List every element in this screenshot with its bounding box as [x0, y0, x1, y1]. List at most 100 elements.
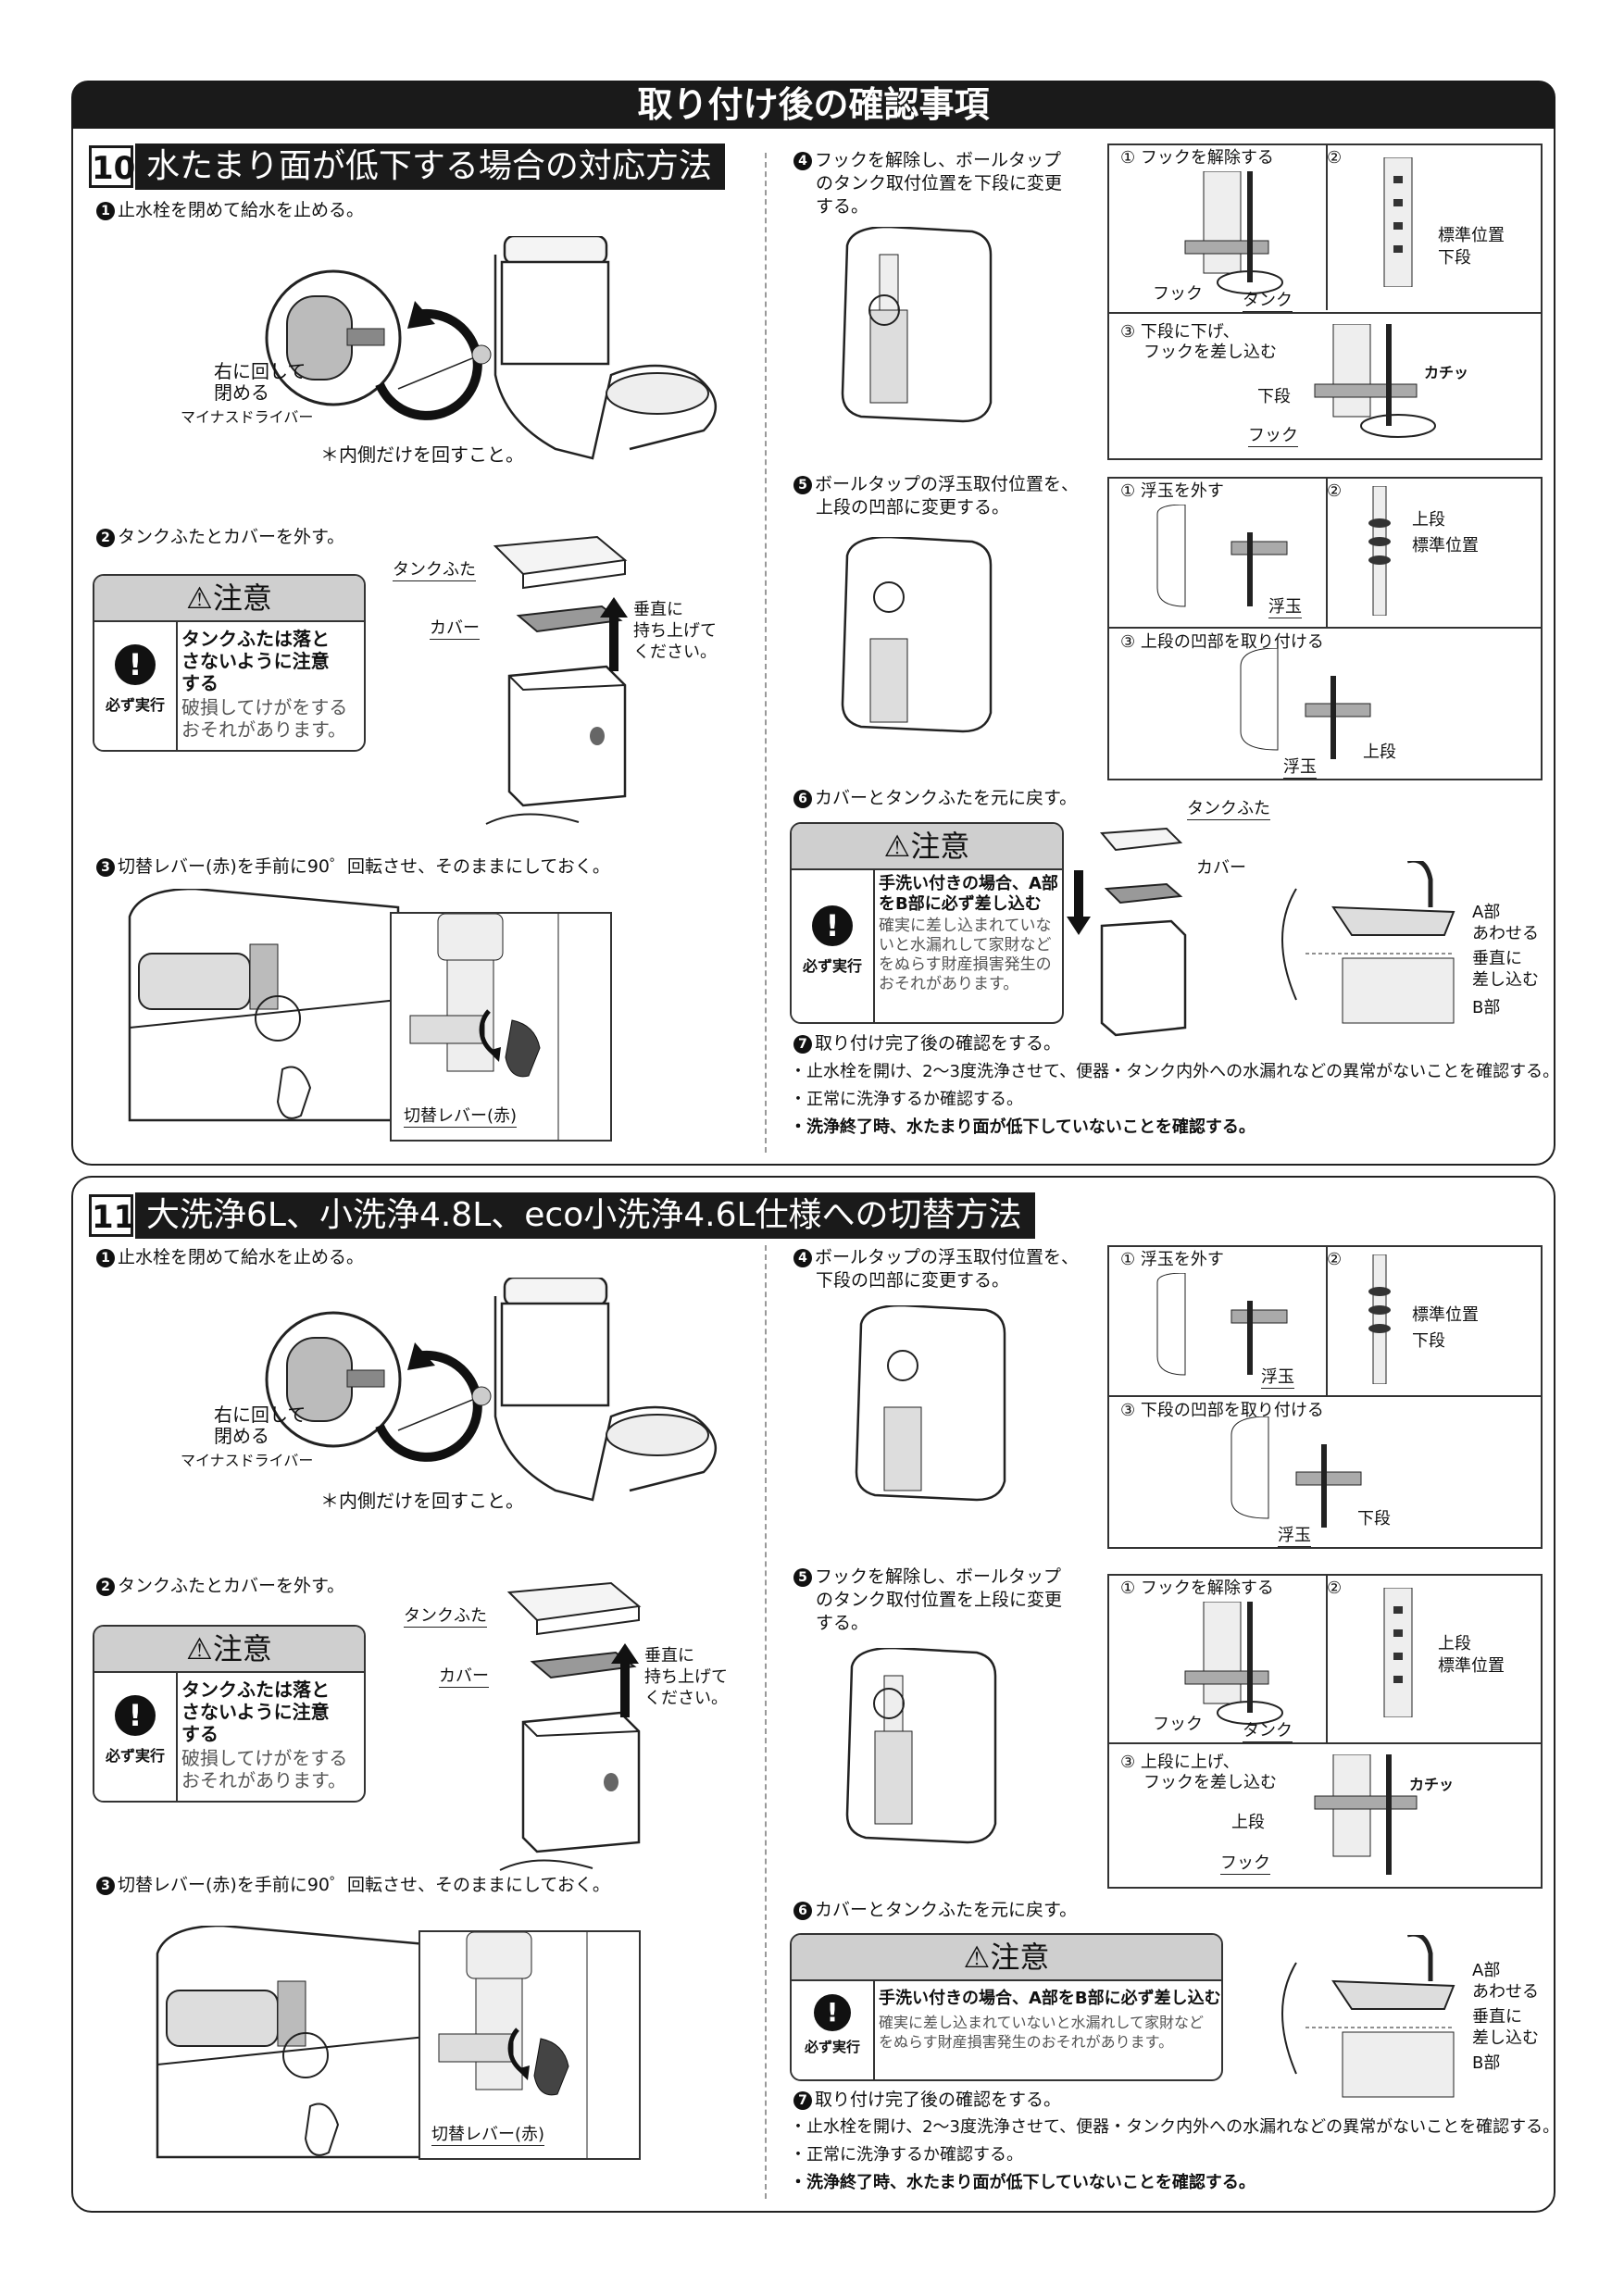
s10-std-label: 標準位置	[1438, 226, 1505, 245]
s10-lower-label-a: 下段	[1438, 248, 1471, 268]
s11-driver-label: マイナスドライバー	[181, 1452, 314, 1469]
s10-turn-right-label: 右に回して	[214, 360, 306, 382]
s10-click-label: カチッ	[1424, 364, 1469, 381]
s10-insert-2: 差し込む	[1472, 970, 1539, 990]
warning-icon: ⚠	[186, 580, 213, 616]
s11-lower-label-b: 下段	[1357, 1509, 1391, 1529]
s11-part-b: B部	[1472, 2053, 1501, 2073]
s11-part-a: A部	[1472, 1961, 1501, 1980]
section-10-number: 10	[89, 145, 135, 188]
s10-bullet-3: ・洗浄終了時、水たまり面が低下していないことを確認する。	[790, 1117, 1255, 1137]
s11-handwash-illustration	[1268, 1935, 1491, 2102]
s10-step4-figure	[1107, 144, 1543, 460]
s11-lower-label-a: 下段	[1412, 1331, 1445, 1351]
s10-f4-2: ②	[1327, 148, 1343, 168]
s10-lift-3: ください。	[633, 643, 717, 662]
s11-lever-tank-illustration	[148, 1926, 435, 2166]
s10-step5-line2: 上段の凹部に変更する。	[816, 497, 1010, 518]
s11-upper-label-b: 上段	[1231, 1813, 1265, 1832]
s11-caution-text-2: おそれがあります。	[181, 1769, 346, 1791]
s10-float-detail-b	[1231, 648, 1417, 768]
s11-caution-bold-2: さないように注意	[181, 1701, 330, 1723]
exclamation-icon: !	[115, 644, 156, 685]
s11-insert-2: 差し込む	[1472, 2028, 1539, 2048]
s11-caution-bold-3: する	[181, 1723, 219, 1745]
s10-lever-label: 切替レバー(赤)	[404, 1106, 518, 1128]
s10-up-arrow-icon	[600, 597, 628, 671]
s11-f5-2: ②	[1327, 1578, 1343, 1598]
s10-valve-illustration	[259, 236, 750, 505]
s11-float-label-b: 浮玉	[1278, 1526, 1311, 1547]
s10-upper-label-b: 上段	[1363, 742, 1396, 762]
s11-step5-line2: のタンク取付位置を上段に変更	[816, 1590, 1063, 1610]
s10-float-label-a: 浮玉	[1268, 597, 1302, 618]
s10-c6-bold-2: をB部に必ず差し込む	[879, 894, 1042, 914]
s11-tank-lid-illustration	[481, 1574, 667, 1879]
section-11-number: 11	[89, 1194, 135, 1237]
exclamation-icon: !	[115, 1695, 156, 1736]
s11-hook-detail-b	[1296, 1754, 1481, 1884]
s10-lever-detail-figure	[390, 912, 612, 1142]
s11-caution-text-1: 破損してけがをする	[181, 1747, 348, 1769]
s10-step4-line3: する。	[816, 196, 869, 217]
s10-rail-detail	[1380, 157, 1417, 287]
s11-c6-text-1: 確実に差し込まれていないと水漏れして家財など	[879, 2014, 1205, 2031]
s11-hook-label-a: フック	[1153, 1715, 1203, 1734]
s10-lift-2: 持ち上げて	[633, 621, 717, 641]
s11-valve-illustration	[259, 1278, 750, 1546]
s11-up-arrow-icon	[611, 1643, 639, 1717]
s11-c6-text-2: をぬらす財産損害発生のおそれがあります。	[879, 2033, 1174, 2051]
s11-c6-bold: 手洗い付きの場合、A部をB部に必ず差し込む	[879, 1989, 1221, 2008]
page-banner-title: 取り付け後の確認事項	[71, 81, 1555, 129]
s10-step6-tank-illustration	[1065, 815, 1194, 1046]
s11-rail-detail	[1380, 1588, 1417, 1717]
s10-caution-header: ⚠注意	[94, 576, 364, 622]
warning-icon: ⚠	[963, 1940, 991, 1975]
s11-step4-tank-illustration	[847, 1305, 1014, 1509]
s10-hook-label-a: フック	[1153, 284, 1203, 304]
s10-c6-text-4: おそれがあります。	[879, 975, 1019, 993]
s10-c6-bold-1: 手洗い付きの場合、A部	[879, 874, 1058, 893]
s10-c6-lid: タンクふた	[1187, 799, 1270, 820]
s10-caution-bold-3: する	[181, 672, 219, 694]
section-10-panel	[71, 129, 1555, 1166]
s11-lid-label: タンクふた	[404, 1606, 487, 1628]
s11-bullet-1: ・止水栓を開け、2～3度洗浄させて、便器・タンク内外への水漏れなどの異常がないこ…	[790, 2117, 1560, 2137]
s10-caution-icon-cell: ! 必ず実行	[94, 622, 178, 750]
s11-cover-label: カバー	[439, 1666, 489, 1688]
s11-float-detail-a	[1148, 1273, 1315, 1384]
s11-f5-3a: ③ 上段に上げ、	[1120, 1753, 1240, 1772]
s10-f5-1: ① 浮玉を外す	[1120, 481, 1224, 501]
s11-hook-label-b: フック	[1220, 1853, 1270, 1875]
exclamation-icon: !	[814, 1994, 851, 2031]
s10-part-a: A部	[1472, 903, 1501, 922]
s11-f4-1: ① 浮玉を外す	[1120, 1250, 1224, 1269]
s10-c6-text-3: をぬらす財産損害発生の	[879, 955, 1052, 974]
warning-icon: ⚠	[186, 1631, 213, 1666]
section-11-title: 大洗浄6L、小洗浄4.8L、eco小洗浄4.6L仕様への切替方法	[135, 1192, 1035, 1239]
s10-caution-text-2: おそれがあります。	[181, 718, 346, 741]
s11-bullet-2: ・正常に洗浄するか確認する。	[790, 2145, 1023, 2165]
s10-float-detail-a	[1148, 505, 1315, 616]
section-10-divider	[765, 153, 767, 1153]
s11-caution-box: ⚠注意 ! 必ず実行 タンクふたは落と さないように注意 する 破損してけがをす…	[93, 1625, 366, 1803]
s10-f5-3: ③ 上段の凹部を取り付ける	[1120, 632, 1324, 652]
s11-bullet-3: ・洗浄終了時、水たまり面が低下していないことを確認する。	[790, 2173, 1255, 2192]
s10-hook-detail-b	[1296, 324, 1481, 444]
s11-std-label: 標準位置	[1412, 1305, 1479, 1325]
s10-lever-tank-illustration	[120, 889, 407, 1139]
s11-insert-1: 垂直に	[1472, 2007, 1522, 2027]
s10-close-label: 閉める	[214, 381, 269, 404]
s10-tank-lid-illustration	[468, 528, 653, 833]
s10-driver-label: マイナスドライバー	[181, 408, 314, 426]
s10-caution-bold-1: タンクふたは落と	[181, 628, 330, 650]
s11-f4-3: ③ 下段の凹部を取り付ける	[1120, 1401, 1324, 1420]
s11-step5-tank-illustration	[838, 1648, 1005, 1852]
